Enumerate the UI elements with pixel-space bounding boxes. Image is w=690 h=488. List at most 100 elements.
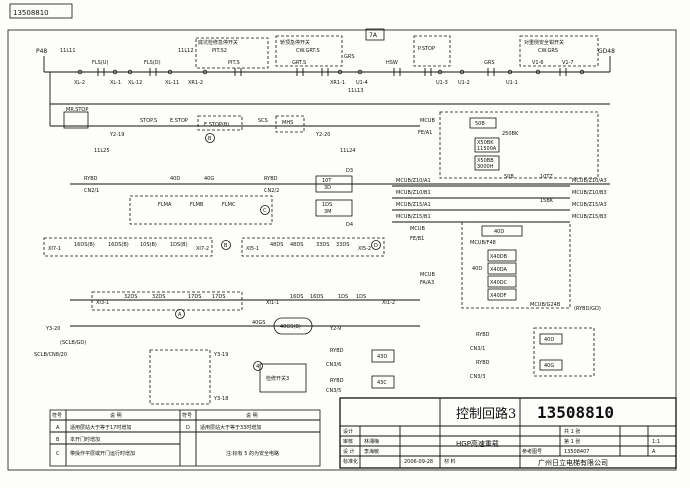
legend-sym-b: B <box>56 437 60 443</box>
legend-sym-d: D <box>186 425 190 431</box>
term-u1-3: U1-3 <box>436 80 448 86</box>
comp-x50bb: X50BB <box>477 158 494 164</box>
label-p-stop: P.STOP <box>418 46 435 52</box>
tb-name-1: 林湘梅 <box>364 438 379 445</box>
term-xl-1: XL-1 <box>110 80 121 86</box>
drawing-subtitle: HGP高速重载 <box>456 439 499 448</box>
label-flma: FLMA <box>158 202 172 208</box>
pit-stop-note: 底坑检修急停开关 <box>198 39 238 46</box>
label-rybd-4: RYBD <box>330 378 344 384</box>
comp-3000h: 3000H <box>477 164 494 170</box>
label-1ds: 1DS <box>322 202 332 208</box>
label-flmc: FLMC <box>222 202 236 208</box>
label-rybd-3: RYBD <box>330 348 344 354</box>
mcub-z10-b1: MCUB/Z10/B1 <box>396 190 431 196</box>
label-mcub-g24b: MCUB/G24B <box>530 302 561 308</box>
car-top-note: 轿顶急停开关 <box>280 39 310 46</box>
label-cn3-5: CN3/5 <box>326 388 341 394</box>
term-y2-20: Y2-20 <box>315 132 330 138</box>
contact-16ds-b-2: 16DS(B) <box>108 242 129 248</box>
label-fls-d: FLS(D) <box>144 60 161 66</box>
sheet-tag-text: 7A <box>369 32 378 39</box>
label-mcub: MCUB <box>420 118 435 124</box>
legend-header-sym2: 符号 <box>182 412 192 419</box>
contact-16ds-b-1: 16DS(B) <box>74 242 95 248</box>
label-grs: GRS <box>484 60 495 66</box>
tb-label-review: 审核 <box>343 438 353 445</box>
label-hsw: HSW <box>386 60 398 66</box>
comp-x50bk: X50BK <box>477 140 494 146</box>
door-relay-panel <box>461 221 571 309</box>
drawing-title: 控制回路3 <box>456 406 516 422</box>
term-fe-a1: FE/A1 <box>418 130 432 136</box>
contact-32ds-1: 32DS <box>124 294 137 300</box>
title-block: 控制回路3 13508810 HGP高速重载 广州日立电梯有限公司 设计 审核 … <box>339 397 677 469</box>
company-name: 广州日立电梯有限公司 <box>538 458 608 467</box>
label-cn3-3: CN3/3 <box>470 374 485 380</box>
gd48-label: GD48 <box>598 48 615 55</box>
label-d4: D4 <box>346 222 353 228</box>
mark-c-circle <box>260 205 270 215</box>
legend-sym-c: C <box>56 451 60 457</box>
label-40gs: 40GS <box>252 320 265 326</box>
term-y3-19: Y3-19 <box>213 352 228 358</box>
term-u1-2: U1-2 <box>458 80 470 86</box>
pit-stop-box <box>195 37 269 69</box>
term-xi7-2: XI7-2 <box>196 246 209 252</box>
inspection-switch-label: 检修开关3 <box>266 375 289 382</box>
label-pit-s2: PIT.S2 <box>212 48 227 54</box>
tb-rev: A <box>652 449 656 455</box>
legend-desc-b: 本开门时增加 <box>70 436 100 443</box>
term-xi5-2: XI5-2 <box>358 246 371 252</box>
mcub-z15-a1: MCUB/Z15/A1 <box>396 202 431 208</box>
mcub-z15-b3: MCUB/Z15/B3 <box>572 214 607 220</box>
mark-c-text: C <box>263 208 267 214</box>
mark-4-text: 4 <box>256 364 259 370</box>
label-rybd-5: RYBD <box>476 332 490 338</box>
bottom-row: Y3-20 (SCLB/GD) SCLB/CN8/20 Y3-19 Y3-18 … <box>34 306 601 405</box>
label-stop-s: STOP.S <box>140 118 157 124</box>
term-v1-6: V1-6 <box>532 60 544 66</box>
door-group-b <box>43 237 213 257</box>
contact-33ds-2: 33DS <box>336 242 349 248</box>
comp-x40dc: X40DC <box>490 280 508 286</box>
legend-table: 符号 说 明 符号 说 明 A 适用层站大于等于17时增加 D 适用层站大于等于… <box>49 409 321 467</box>
mr-stop-switch <box>63 111 89 129</box>
term-fa-a3: FA/A3 <box>420 280 434 286</box>
legend-desc-a: 适用层站大于等于17时增加 <box>70 424 131 431</box>
top-contacts <box>97 68 567 76</box>
comp-50b: 50B <box>475 121 485 127</box>
switch-block <box>149 349 211 405</box>
tb-label-standard: 标准化 <box>343 458 358 465</box>
term-xl-12: XL-12 <box>128 80 142 86</box>
comp-40d-2: 40D <box>472 266 482 272</box>
label-3m: 3M <box>324 209 332 215</box>
comp-43c: 43C <box>377 380 387 386</box>
flm-box <box>129 195 273 225</box>
legend-footnote: 注:标有 5 的为安全电路 <box>226 450 279 457</box>
term-v1-7: V1-7 <box>562 60 574 66</box>
term-y3-20: Y3-20 <box>45 326 60 332</box>
mark-d-circle <box>371 240 381 250</box>
label-11l12: 11L12 <box>178 48 194 54</box>
mcub-z15-a3: MCUB/Z15/A3 <box>572 202 607 208</box>
label-cw-grs: CW.GRS <box>538 48 558 54</box>
term-y3-18: Y3-18 <box>213 396 228 402</box>
label-cn3-6: CN3/6 <box>326 362 341 368</box>
label-rybd-2: RYBD <box>264 176 278 182</box>
p48-label: P48 <box>36 48 47 55</box>
40gs-b-oval <box>273 317 313 335</box>
contact-17ds-2: 17DS <box>212 294 225 300</box>
term-y2-19: Y2-19 <box>109 132 124 138</box>
term-fe-b1: FE/B1 <box>410 236 424 242</box>
legend-desc-d: 适用层站大于等于33时增加 <box>200 424 261 431</box>
term-xi1-2: XI1-2 <box>382 300 395 306</box>
mhs-box <box>275 115 305 133</box>
contact-48ds-2: 48DS <box>290 242 303 248</box>
mark-b2-text: B <box>224 243 228 249</box>
term-xr1-2: XR1-2 <box>188 80 203 86</box>
cw-note: 对重侧安全钳开关 <box>524 39 564 46</box>
sheet-tag: 7A <box>365 28 385 41</box>
